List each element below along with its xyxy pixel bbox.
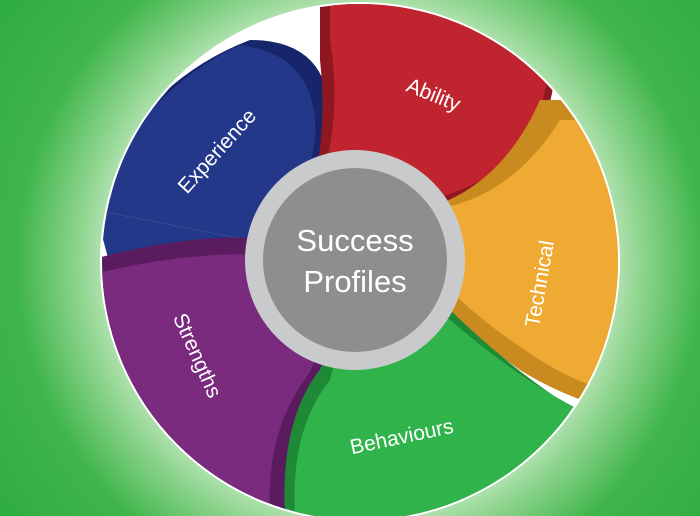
- hub-fill: [263, 168, 447, 352]
- center-title-line-1: Success: [296, 223, 413, 258]
- segment-experience-fill-lower: [102, 210, 360, 265]
- center-title-line-2: Profiles: [303, 264, 406, 299]
